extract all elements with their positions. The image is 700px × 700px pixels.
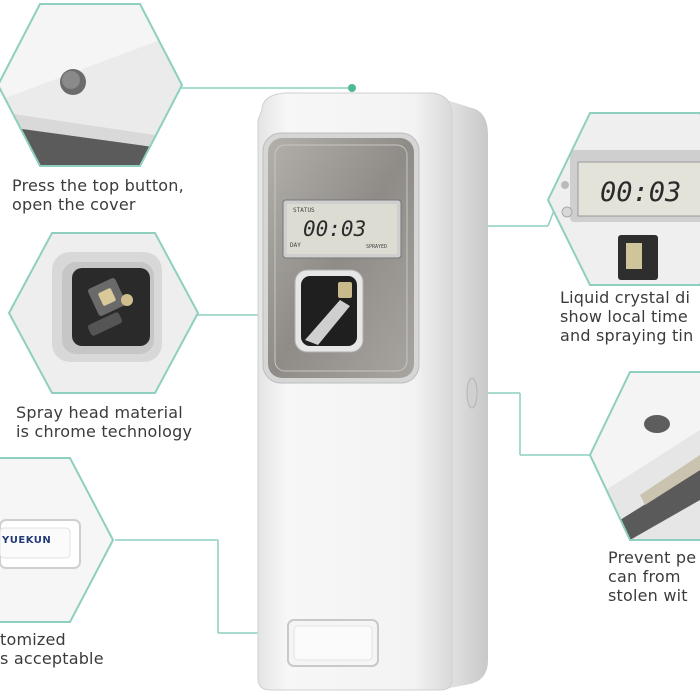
- brand-logo-label: YUEKUN: [2, 535, 52, 546]
- caption-lock: Prevent pe can from stolen wit: [608, 548, 697, 605]
- caption-logo: tomized s acceptable: [0, 630, 104, 668]
- lcd-time-display: 00:03: [303, 217, 367, 241]
- lcd-day-label: DAY: [290, 242, 301, 249]
- hex-lcd-time-display: 00:03: [600, 177, 682, 208]
- caption-spray-head: Spray head material is chrome technology: [16, 403, 193, 441]
- lcd-status-label: STATUS: [293, 207, 315, 214]
- lcd-sprayed-label: SPRAYED: [366, 244, 388, 250]
- dot-top: [348, 84, 356, 92]
- caption-lcd: Liquid crystal di show local time and sp…: [560, 288, 694, 345]
- caption-top-button: Press the top button, open the cover: [12, 176, 184, 214]
